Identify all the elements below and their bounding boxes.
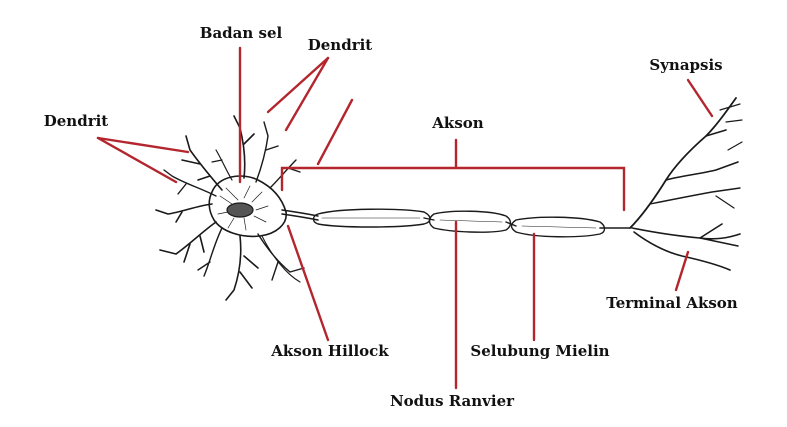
label-terminal-akson: Terminal Akson bbox=[606, 294, 737, 312]
cell-body bbox=[208, 175, 287, 238]
leader-synapsis bbox=[686, 78, 714, 118]
leader-akson-hillock bbox=[286, 224, 330, 342]
label-nodus-ranvier: Nodus Ranvier bbox=[390, 392, 515, 410]
akson-bracket bbox=[280, 138, 626, 212]
leader-lines bbox=[96, 46, 714, 390]
myelin-segment bbox=[510, 216, 606, 238]
myelin-segment bbox=[428, 210, 512, 233]
axon bbox=[281, 208, 631, 238]
myelin-segment bbox=[312, 208, 431, 228]
labels: Badan sel Dendrit Dendrit Akson Synapsis… bbox=[44, 24, 738, 410]
label-dendrit-left: Dendrit bbox=[44, 112, 109, 130]
label-akson: Akson bbox=[431, 114, 483, 132]
label-badan-sel: Badan sel bbox=[200, 24, 283, 42]
label-selubung-mielin: Selubung Mielin bbox=[470, 342, 609, 360]
leader-dendrit-left-a bbox=[96, 136, 190, 154]
leader-dendrit-top-a bbox=[266, 56, 330, 114]
leader-akson-top bbox=[316, 98, 354, 166]
label-dendrit-top: Dendrit bbox=[308, 36, 373, 54]
leader-dendrit-left-b bbox=[96, 136, 178, 184]
nucleus bbox=[226, 202, 254, 218]
label-synapsis: Synapsis bbox=[649, 56, 722, 74]
axon-terminals bbox=[629, 97, 743, 271]
label-akson-hillock: Akson Hillock bbox=[270, 342, 389, 360]
leader-terminal-akson bbox=[674, 250, 690, 292]
leader-dendrit-top-b bbox=[284, 56, 330, 132]
